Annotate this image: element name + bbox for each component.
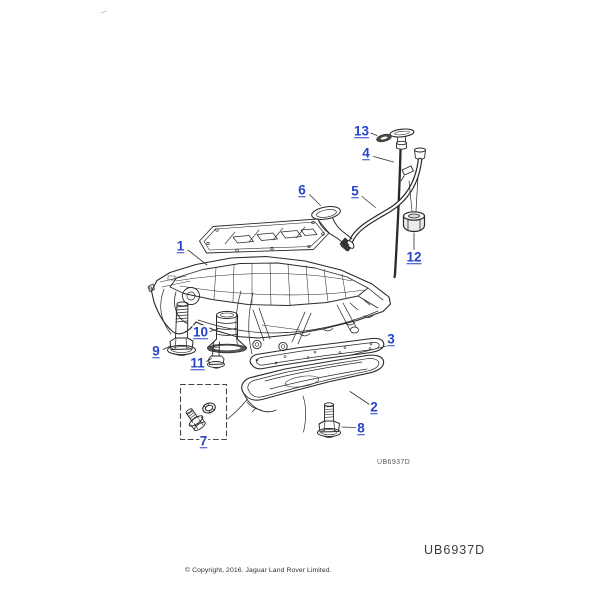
figure-code-inline: UB6937D <box>377 459 411 466</box>
figure-code-footer: UB6937D <box>424 543 486 557</box>
callout-8[interactable]: 8 <box>356 419 366 435</box>
part-8-bolt-drawing <box>317 402 341 438</box>
callout-13[interactable]: 13 <box>352 122 371 138</box>
part-11-bolt-drawing <box>207 341 225 369</box>
part-2-lower-pan-drawing <box>227 354 385 433</box>
baffle-plate-drawing <box>199 218 330 254</box>
part-5-dipstick-tube-drawing <box>339 147 426 252</box>
part-12-nut-drawing <box>402 211 426 250</box>
callout-9[interactable]: 9 <box>151 343 161 359</box>
part-6-funnel-drawing <box>311 206 355 249</box>
callout-leader-lines <box>162 132 394 428</box>
callout-2[interactable]: 2 <box>369 398 379 414</box>
callout-12[interactable]: 12 <box>405 248 423 264</box>
part-9-bolt-drawing <box>167 301 196 356</box>
callout-4[interactable]: 4 <box>361 144 371 160</box>
part-4-dipstick-drawing <box>389 128 415 279</box>
callout-6[interactable]: 6 <box>297 182 307 198</box>
callout-1[interactable]: 1 <box>175 238 186 254</box>
callout-10[interactable]: 10 <box>191 323 210 339</box>
part-1-upper-oil-pan-drawing <box>147 255 392 355</box>
callout-7[interactable]: 7 <box>198 433 209 449</box>
page-tick-mark <box>100 10 107 14</box>
callout-11[interactable]: 11 <box>189 355 206 371</box>
callout-3[interactable]: 3 <box>386 331 396 347</box>
callout-5[interactable]: 5 <box>350 182 360 198</box>
part-3-gasket-drawing <box>249 337 385 370</box>
copyright-text: © Copyright, 2016. Jaguar Land Rover Lim… <box>185 567 332 574</box>
drain-plug-option-box <box>179 383 228 441</box>
part-7-drain-plug-drawing <box>185 402 216 431</box>
part-13-seal-drawing <box>376 133 392 143</box>
